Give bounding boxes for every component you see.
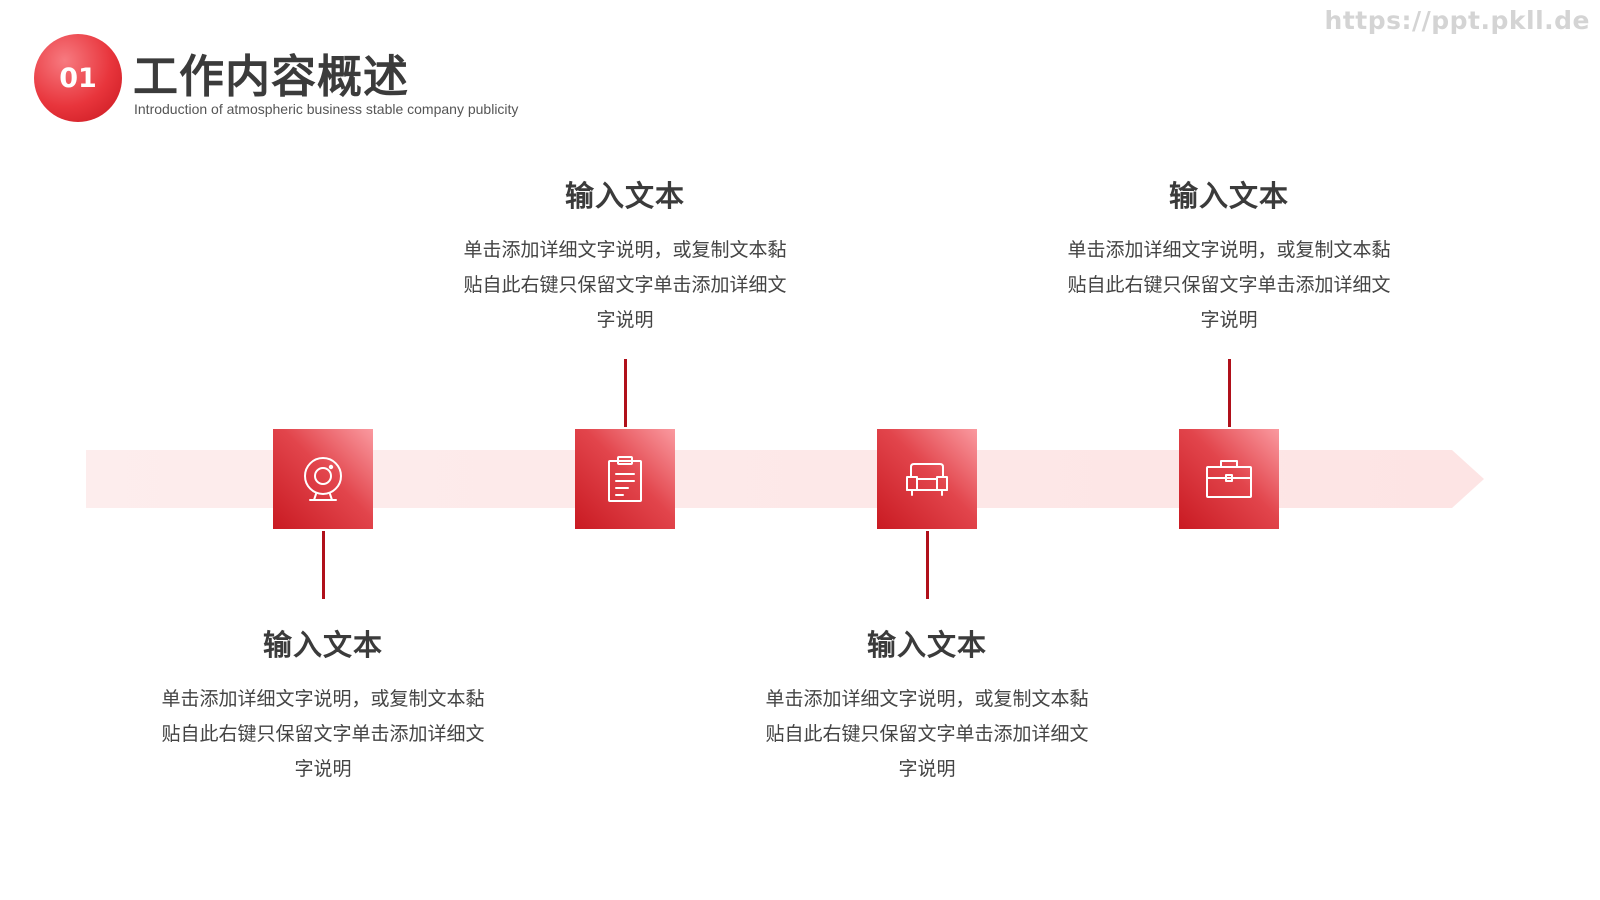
page-title: 工作内容概述 [133, 50, 410, 103]
timeline-node-1 [273, 429, 373, 529]
briefcase-icon [1206, 460, 1252, 498]
step-2-title: 输入文本 [564, 179, 685, 213]
sofa-icon [906, 463, 948, 496]
connector-line-3 [926, 531, 929, 599]
step-1-description: 单击添加详细文字说明，或复制文本黏贴自此右键只保留文字单击添加详细文字说明 [161, 688, 485, 780]
step-2-text: 输入文本 单击添加详细文字说明，或复制文本黏贴自此右键只保留文字单击添加详细文字… [445, 175, 805, 338]
page-subtitle: Introduction of atmospheric business sta… [134, 101, 519, 117]
step-4-text: 输入文本 单击添加详细文字说明，或复制文本黏贴自此右键只保留文字单击添加详细文字… [1049, 175, 1409, 338]
clipboard-icon [608, 456, 642, 502]
step-1-title: 输入文本 [262, 628, 383, 662]
timeline-node-2 [575, 429, 675, 529]
step-4-title: 输入文本 [1168, 179, 1289, 213]
section-number-badge: 01 [34, 34, 122, 122]
timeline-node-4 [1179, 429, 1279, 529]
step-3-title: 输入文本 [866, 628, 987, 662]
watermark: https://ppt.pkll.de [1324, 6, 1590, 35]
step-3-description: 单击添加详细文字说明，或复制文本黏贴自此右键只保留文字单击添加详细文字说明 [765, 688, 1089, 780]
timeline-node-3 [877, 429, 977, 529]
connector-line-1 [322, 531, 325, 599]
webcam-icon [304, 457, 342, 501]
step-2-description: 单击添加详细文字说明，或复制文本黏贴自此右键只保留文字单击添加详细文字说明 [463, 239, 787, 331]
connector-line-4 [1228, 359, 1231, 427]
step-4-description: 单击添加详细文字说明，或复制文本黏贴自此右键只保留文字单击添加详细文字说明 [1067, 239, 1391, 331]
step-1-text: 输入文本 单击添加详细文字说明，或复制文本黏贴自此右键只保留文字单击添加详细文字… [143, 624, 503, 787]
connector-line-2 [624, 359, 627, 427]
step-3-text: 输入文本 单击添加详细文字说明，或复制文本黏贴自此右键只保留文字单击添加详细文字… [747, 624, 1107, 787]
